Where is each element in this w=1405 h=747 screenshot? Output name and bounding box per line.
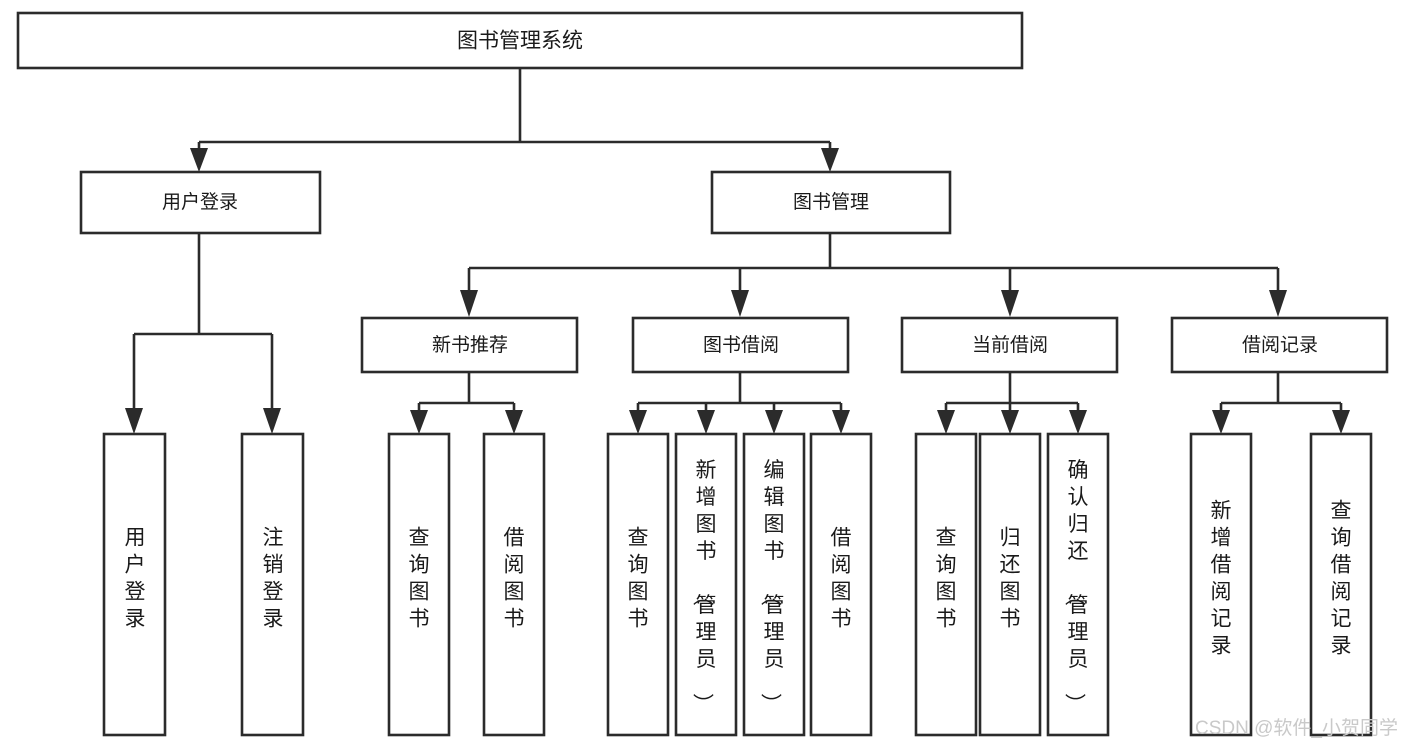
connector-group-new-book-recommend xyxy=(410,372,523,434)
node-book-borrow-label: 图书借阅 xyxy=(703,334,779,356)
arrow-cb-leaf-2 xyxy=(1001,410,1019,434)
node-borrow-record-label: 借阅记录 xyxy=(1242,334,1318,356)
node-book-manage-label: 图书管理 xyxy=(793,191,869,213)
node-new-book-recommend[interactable]: 新书推荐 xyxy=(360,316,579,374)
arrow-br-leaf-2 xyxy=(1332,410,1350,434)
node-leaf-borrow-book-2-label: 借阅图书 xyxy=(831,527,852,631)
node-borrow-record[interactable]: 借阅记录 xyxy=(1170,316,1389,374)
arrow-user-login-leaf-1 xyxy=(125,408,143,434)
node-leaf-query-book-1-box[interactable] xyxy=(387,432,451,737)
node-leaf-add-book-label: 新增图书（管理员） xyxy=(691,459,717,714)
node-leaf-query-book-3-box[interactable] xyxy=(914,432,978,737)
node-leaf-borrow-book-1[interactable]: 借阅图书 xyxy=(482,432,546,737)
connector-group-book-borrow xyxy=(629,372,850,434)
node-leaf-query-book-2[interactable]: 查询图书 xyxy=(606,432,670,737)
node-leaf-add-book[interactable]: 新增图书（管理员） xyxy=(674,432,738,737)
arrow-book-manage-to-borrow-record xyxy=(1269,290,1287,317)
node-current-borrow-label: 当前借阅 xyxy=(972,334,1048,356)
node-leaf-query-book-1-label: 查询图书 xyxy=(409,527,430,631)
connector-group-book-manage xyxy=(460,233,1287,317)
arrow-cb-leaf-3 xyxy=(1069,410,1087,434)
node-leaf-logout-login-box[interactable] xyxy=(240,432,305,737)
arrow-root-to-book-manage xyxy=(821,148,839,172)
node-leaf-confirm-return-label: 确认归还（管理员） xyxy=(1063,459,1089,714)
node-leaf-borrow-book-1-label: 借阅图书 xyxy=(504,527,525,631)
node-leaf-borrow-book-1-box[interactable] xyxy=(482,432,546,737)
node-leaf-logout-login[interactable]: 注销登录 xyxy=(240,432,305,737)
node-leaf-return-book-label: 归还图书 xyxy=(1000,527,1021,631)
node-leaf-add-record-box[interactable] xyxy=(1189,432,1253,737)
node-new-book-recommend-label: 新书推荐 xyxy=(432,334,508,356)
arrow-nbr-leaf-1 xyxy=(410,410,428,434)
node-leaf-borrow-book-2-box[interactable] xyxy=(809,432,873,737)
node-leaf-logout-login-label: 注销登录 xyxy=(263,527,284,631)
connector-group-root xyxy=(190,68,839,172)
node-leaf-query-book-1[interactable]: 查询图书 xyxy=(387,432,451,737)
node-leaf-query-record[interactable]: 查询借阅记录 xyxy=(1309,432,1373,737)
node-book-manage-box[interactable] xyxy=(710,170,952,235)
connector-group-user-login xyxy=(125,233,281,434)
node-book-manage[interactable]: 图书管理 xyxy=(710,170,952,235)
arrow-bb-leaf-2 xyxy=(697,410,715,434)
arrow-nbr-leaf-2 xyxy=(505,410,523,434)
node-current-borrow[interactable]: 当前借阅 xyxy=(900,316,1119,374)
node-root[interactable]: 图书管理系统 xyxy=(16,11,1024,70)
node-leaf-add-record[interactable]: 新增借阅记录 xyxy=(1189,432,1253,737)
node-leaf-confirm-return[interactable]: 确认归还（管理员） xyxy=(1046,432,1110,737)
node-user-login[interactable]: 用户登录 xyxy=(79,170,322,235)
connector-group-current-borrow xyxy=(937,372,1087,434)
node-leaf-return-book[interactable]: 归还图书 xyxy=(978,432,1042,737)
node-leaf-query-book-3-label: 查询图书 xyxy=(936,527,957,631)
node-new-book-recommend-box[interactable] xyxy=(360,316,579,374)
node-leaf-confirm-return-box[interactable] xyxy=(1046,432,1110,737)
arrow-bb-leaf-3 xyxy=(765,410,783,434)
node-leaf-query-book-3[interactable]: 查询图书 xyxy=(914,432,978,737)
node-leaf-edit-book-label: 编辑图书（管理员） xyxy=(759,459,785,714)
node-leaf-add-record-label: 新增借阅记录 xyxy=(1211,500,1232,658)
arrow-user-login-leaf-2 xyxy=(263,408,281,434)
node-root-box[interactable] xyxy=(16,11,1024,70)
node-leaf-add-book-box[interactable] xyxy=(674,432,738,737)
arrow-br-leaf-1 xyxy=(1212,410,1230,434)
arrow-bb-leaf-4 xyxy=(832,410,850,434)
node-book-borrow-box[interactable] xyxy=(631,316,850,374)
node-current-borrow-box[interactable] xyxy=(900,316,1119,374)
node-leaf-user-login-box[interactable] xyxy=(102,432,167,737)
connector-group-borrow-record xyxy=(1212,372,1350,434)
node-book-borrow[interactable]: 图书借阅 xyxy=(631,316,850,374)
node-leaf-user-login-label: 用户登录 xyxy=(125,527,146,631)
node-leaf-query-record-label: 查询借阅记录 xyxy=(1331,500,1352,658)
node-root-label: 图书管理系统 xyxy=(457,30,583,53)
node-user-login-label: 用户登录 xyxy=(162,191,238,213)
arrow-bb-leaf-1 xyxy=(629,410,647,434)
node-leaf-return-book-box[interactable] xyxy=(978,432,1042,737)
arrow-book-manage-to-book-borrow xyxy=(731,290,749,317)
node-leaf-user-login[interactable]: 用户登录 xyxy=(102,432,167,737)
arrow-book-manage-to-current-borrow xyxy=(1001,290,1019,317)
node-leaf-query-book-2-label: 查询图书 xyxy=(628,527,649,631)
node-borrow-record-box[interactable] xyxy=(1170,316,1389,374)
node-leaf-edit-book-box[interactable] xyxy=(742,432,806,737)
csdn-watermark: CSDN @软件_小贺同学 xyxy=(1195,717,1398,739)
node-leaf-edit-book[interactable]: 编辑图书（管理员） xyxy=(742,432,806,737)
arrow-book-manage-to-new-book-recommend xyxy=(460,290,478,317)
arrow-cb-leaf-1 xyxy=(937,410,955,434)
node-user-login-box[interactable] xyxy=(79,170,322,235)
node-leaf-borrow-book-2[interactable]: 借阅图书 xyxy=(809,432,873,737)
arrow-root-to-user-login xyxy=(190,148,208,172)
node-leaf-query-record-box[interactable] xyxy=(1309,432,1373,737)
node-leaf-query-book-2-box[interactable] xyxy=(606,432,670,737)
